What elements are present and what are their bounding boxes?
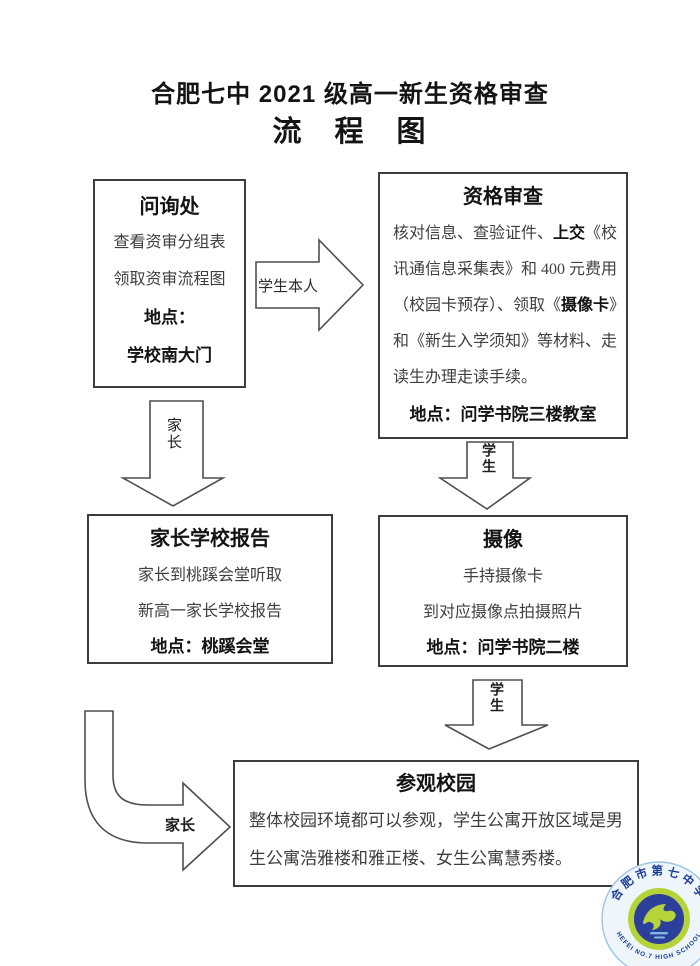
inquiry-line1: 查看资审分组表 (113, 234, 226, 251)
right-block-arrow-icon (255, 238, 365, 332)
arrow-label-parent-curve: 家长 (164, 817, 195, 834)
review-line3-a: （校园卡预存）、领取《 (393, 297, 562, 314)
page-title: 合肥七中 2021 级高一新生资格审查 (151, 81, 549, 108)
down-block-arrow-student1-icon (438, 441, 533, 510)
parent-report-line2: 新高一家长学校报告 (137, 603, 282, 620)
arrow-label-student-down2: 学生 (489, 682, 505, 714)
review-box: 资格审查 核对信息、查验证件、上交《校 讯通信息采集表》和 400 元费用 （校… (378, 172, 628, 439)
photo-box: 摄像 手持摄像卡 到对应摄像点拍摄照片 地点：问学书院二楼 (378, 515, 628, 667)
inquiry-box: 问询处 查看资审分组表 领取资审流程图 地点： 学校南大门 (93, 179, 246, 388)
campus-line1: 整体校园环境都可以参观，学生公寓开放区域是男 (249, 811, 623, 830)
parent-report-line1: 家长到桃蹊会堂听取 (137, 567, 282, 584)
logo-wave-line2 (654, 936, 665, 939)
review-line1-c: 《校 (585, 225, 618, 242)
review-line2: 讯通信息采集表》和 400 元费用 (393, 261, 618, 278)
elbow-block-arrow-parent-icon (84, 710, 232, 872)
parent-report-title: 家长学校报告 (150, 528, 270, 550)
review-location: 地点：问学书院三楼教室 (409, 405, 597, 424)
review-line3-c: 》 (609, 297, 626, 314)
school-logo: 合肥市第七中学 HEFEI NO.7 HIGH SCHOOL (601, 861, 700, 966)
parent-report-box: 家长学校报告 家长到桃蹊会堂听取 新高一家长学校报告 地点：桃蹊会堂 (87, 514, 333, 664)
review-line3: （校园卡预存）、领取《摄像卡》 (380, 288, 626, 324)
review-line1-bold: 上交 (553, 225, 586, 242)
down-block-arrow-student2-icon (444, 679, 549, 750)
inquiry-location-value: 学校南大门 (127, 346, 212, 365)
page-subtitle: 流 程 图 (272, 116, 428, 148)
campus-box: 参观校园 整体校园环境都可以参观，学生公寓开放区域是男 生公寓浩雅楼和雅正楼、女… (233, 760, 639, 887)
campus-title: 参观校园 (396, 773, 476, 795)
down-block-arrow-parent-icon (120, 400, 226, 507)
photo-line1: 手持摄像卡 (462, 568, 543, 585)
logo-wave-line1 (650, 932, 668, 935)
review-line1-a: 核对信息、查验证件、 (393, 225, 554, 242)
parent-report-location: 地点：桃蹊会堂 (150, 637, 270, 656)
photo-title: 摄像 (483, 529, 523, 551)
inquiry-line2: 领取资审流程图 (113, 271, 226, 288)
review-line3-bold: 摄像卡 (561, 297, 610, 314)
campus-line2: 生公寓浩雅楼和雅正楼、女生公寓慧秀楼。 (249, 849, 572, 868)
arrow-label-parent-down: 家长 (165, 417, 181, 451)
inquiry-location-label: 地点： (144, 308, 195, 327)
inquiry-title: 问询处 (139, 196, 200, 218)
arrow-label-student-self: 学生本人 (257, 279, 318, 295)
photo-location: 地点：问学书院二楼 (426, 638, 580, 657)
arrow-label-student-down1: 学生 (481, 443, 497, 475)
photo-line2: 到对应摄像点拍摄照片 (422, 604, 583, 621)
review-line1: 核对信息、查验证件、上交《校 (380, 216, 626, 252)
logo-bird-icon (643, 904, 676, 930)
review-line5: 读生办理走读手续。 (393, 369, 538, 386)
review-title: 资格审查 (463, 186, 543, 208)
review-line4: 和《新生入学须知》等材料、走 (393, 333, 618, 350)
